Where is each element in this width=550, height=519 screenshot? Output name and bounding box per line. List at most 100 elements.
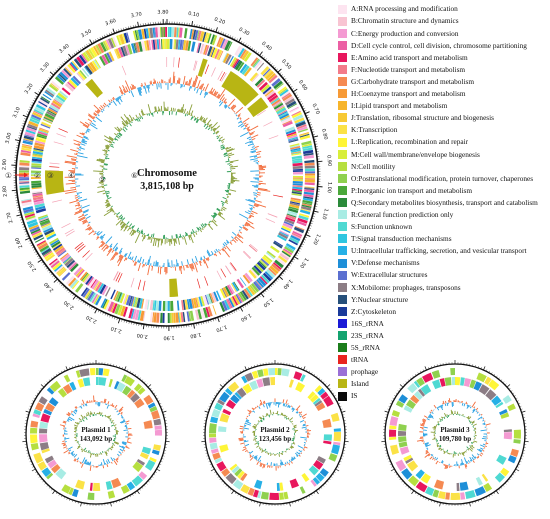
gene-feature — [104, 53, 111, 64]
gc-bar — [203, 91, 208, 98]
gene-feature — [290, 199, 301, 204]
gc-bar — [248, 138, 252, 141]
gene-feature — [92, 45, 100, 56]
gene-feature — [304, 168, 315, 172]
gc-bar — [121, 122, 126, 127]
gene-feature — [260, 258, 269, 267]
gene-feature — [34, 237, 45, 243]
gc-bar — [248, 217, 250, 219]
gc-bar — [266, 462, 269, 466]
gene-feature — [292, 160, 303, 164]
gc-bar — [133, 261, 137, 266]
scale-tick — [55, 69, 58, 72]
gc-bar — [148, 255, 151, 266]
gene-feature — [292, 185, 303, 188]
gc-bar — [112, 439, 115, 442]
scale-tick — [391, 400, 394, 402]
legend-label: L:Replication, recombination and repair — [351, 137, 469, 147]
gene-feature — [279, 113, 290, 120]
gc-bar — [111, 205, 113, 208]
gc-bar — [189, 264, 191, 269]
gene-feature — [293, 229, 303, 235]
gene-feature — [78, 54, 87, 65]
scale-tick — [160, 460, 163, 463]
gc-bar — [70, 158, 77, 161]
scale-tick-label: 2.40 — [43, 281, 55, 293]
scale-tick — [203, 26, 205, 29]
gc-bar — [425, 451, 429, 455]
gc-bar — [106, 144, 110, 147]
gc-bar — [129, 86, 133, 91]
gene-feature — [474, 486, 486, 497]
gene-feature — [48, 83, 59, 92]
scale-tick — [27, 455, 30, 457]
scale-tick — [219, 316, 222, 319]
gc-bar — [214, 253, 218, 257]
gene-feature — [197, 297, 201, 307]
gene-feature — [299, 133, 310, 137]
scale-tick — [126, 369, 129, 372]
scale-tick — [483, 497, 485, 500]
gene-feature — [63, 256, 72, 265]
gene-feature — [281, 117, 292, 124]
gc-bar — [238, 120, 242, 124]
gc-bar — [252, 426, 257, 429]
gc-bar — [184, 113, 187, 117]
gc-bar — [432, 457, 435, 460]
legend-swatch — [338, 318, 347, 328]
scale-tick — [231, 36, 234, 39]
gene-feature — [21, 201, 32, 205]
gc-bar — [264, 451, 267, 454]
scale-tick — [422, 496, 425, 499]
gc-bar — [242, 117, 250, 123]
gene-feature — [117, 305, 123, 316]
scale-tick — [480, 499, 482, 502]
gene-feature — [38, 99, 49, 106]
legend-swatch — [338, 52, 347, 62]
scale-tick — [322, 381, 325, 384]
gene-feature — [36, 136, 47, 140]
scale-tick — [40, 384, 45, 388]
gene-feature — [432, 489, 440, 498]
gc-bar — [147, 259, 150, 266]
gene-feature — [188, 298, 193, 309]
gene-feature — [257, 369, 264, 378]
gene-feature — [39, 421, 49, 429]
gene-feature — [64, 83, 75, 92]
gc-bar — [78, 216, 86, 221]
gene-feature — [297, 126, 308, 132]
gene-feature — [286, 131, 297, 137]
gc-bar — [473, 406, 476, 409]
scale-tick — [153, 473, 156, 476]
gc-bar — [142, 263, 144, 268]
legend-label: Island — [351, 379, 369, 389]
gene-feature — [192, 29, 197, 40]
gene-feature — [500, 467, 510, 477]
gene-feature — [465, 490, 476, 500]
gene-feature — [114, 49, 119, 59]
gc-bar — [190, 110, 194, 116]
gc-bar — [86, 401, 88, 404]
gc-bar — [114, 404, 118, 409]
scale-tick — [386, 455, 389, 457]
gc-bar — [74, 459, 77, 462]
scale-tick — [31, 102, 35, 104]
gc-bar — [422, 420, 426, 423]
scale-tick — [316, 375, 318, 378]
gene-feature — [211, 292, 217, 303]
gene-feature — [260, 66, 270, 76]
plasmid-1-map — [22, 360, 170, 507]
legend-label: prophage — [351, 367, 379, 377]
gc-bar — [199, 115, 203, 121]
scale-tick — [69, 499, 71, 502]
gc-bar — [120, 414, 123, 417]
scale-tick — [137, 375, 139, 378]
scale-tick — [207, 408, 210, 410]
gene-feature — [290, 197, 301, 202]
gc-bar — [114, 246, 118, 251]
gc-bar — [126, 423, 129, 425]
gene-feature — [224, 387, 233, 396]
gc-bar — [475, 407, 479, 411]
gene-feature — [57, 92, 67, 101]
gc-bar — [189, 234, 194, 244]
